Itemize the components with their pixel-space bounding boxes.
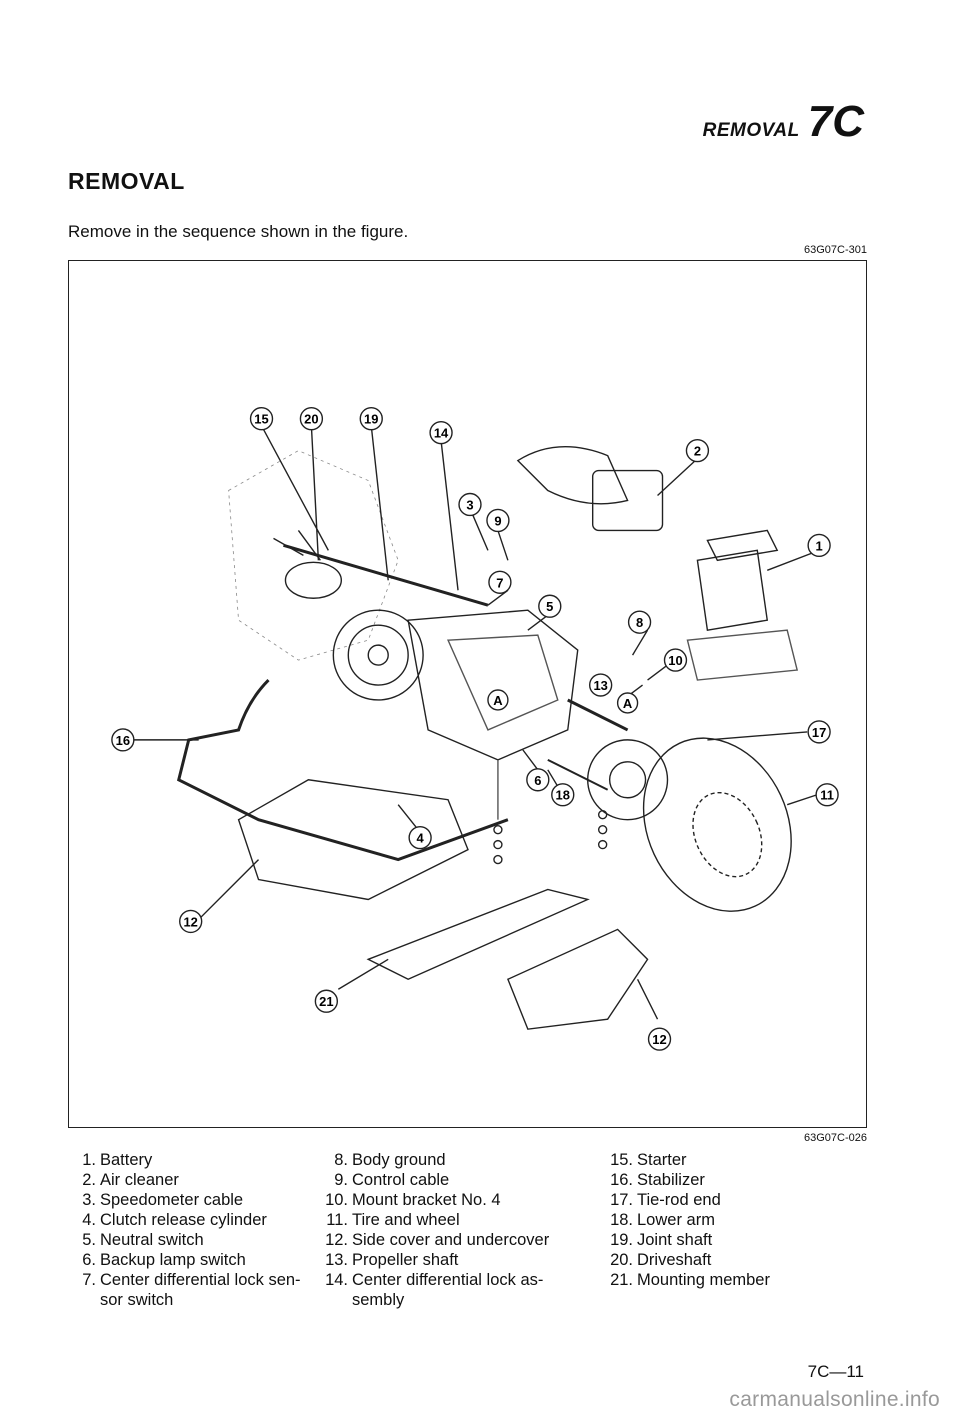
header-title: REMOVAL	[702, 120, 800, 141]
legend-column-2: 8.Body ground 9.Control cable 10.Mount b…	[318, 1150, 603, 1310]
figure-callouts: 15 20 19 14 2 3 9 7 5 8 1 10 13 A A 16 1…	[111, 407, 839, 1051]
legend-item: 7.Center differential lock sen-	[82, 1271, 301, 1289]
legend-item: 12.Side cover and undercover	[325, 1231, 550, 1249]
legend-item: 9.Control cable	[334, 1171, 450, 1189]
svg-text:6: 6	[534, 773, 541, 788]
legend-item: 10.Mount bracket No. 4	[325, 1191, 501, 1209]
exploded-view-figure: 15 20 19 14 2 3 9 7 5 8 1 10 13 A A 16 1…	[68, 260, 867, 1128]
callout-6: 6	[526, 768, 550, 792]
legend-item: 13.Propeller shaft	[325, 1251, 459, 1269]
callout-12-left: 12	[179, 909, 203, 934]
intro-text: Remove in the sequence shown in the figu…	[68, 222, 409, 241]
callout-9: 9	[486, 508, 510, 533]
callout-7: 7	[488, 570, 512, 594]
callout-17: 17	[807, 720, 831, 744]
callout-16: 16	[111, 728, 135, 752]
legend-item: 18.Lower arm	[610, 1211, 715, 1229]
callout-20: 20	[299, 407, 324, 431]
legend-item: 2.Air cleaner	[82, 1171, 179, 1189]
legend-column-1: 1.Battery 2.Air cleaner 3.Speedometer ca…	[74, 1150, 318, 1310]
callout-2: 2	[685, 438, 710, 463]
callout-13: 13	[588, 673, 613, 697]
page-header: REMOVAL 7C	[703, 100, 864, 144]
legend-item: 21.Mounting member	[610, 1271, 770, 1289]
page-number: 7C—11	[807, 1362, 864, 1381]
callout-1: 1	[807, 533, 831, 558]
legend-item: 4.Clutch release cylinder	[82, 1211, 267, 1229]
parts-legend: 1.Battery 2.Air cleaner 3.Speedometer ca…	[74, 1150, 843, 1310]
svg-text:1: 1	[816, 538, 823, 553]
callout-21: 21	[314, 989, 339, 1013]
svg-text:2: 2	[694, 444, 701, 459]
legend-item: 11.Tire and wheel	[326, 1211, 460, 1229]
figure-code-top: 63G07C-301	[804, 244, 867, 256]
callout-19: 19	[359, 407, 383, 431]
svg-text:13: 13	[593, 678, 607, 693]
svg-text:18: 18	[556, 788, 570, 803]
svg-text:3: 3	[466, 497, 473, 512]
callout-10: 10	[663, 648, 688, 672]
svg-text:20: 20	[304, 412, 318, 427]
legend-item-continuation: sor switch	[100, 1291, 174, 1309]
svg-text:A: A	[623, 696, 633, 711]
callout-11: 11	[815, 783, 839, 807]
svg-text:12: 12	[652, 1032, 666, 1047]
site-watermark[interactable]: carmanualsonline.info	[729, 1388, 940, 1411]
callout-5: 5	[538, 594, 562, 618]
callout-A-right: A	[616, 692, 639, 714]
svg-text:A: A	[493, 693, 503, 708]
figure-code-bottom: 63G07C-026	[804, 1132, 867, 1144]
section-title: REMOVAL	[68, 168, 185, 194]
header-section-code: 7C	[807, 97, 864, 146]
callout-3: 3	[458, 492, 482, 517]
svg-text:12: 12	[183, 914, 197, 929]
callout-18: 18	[551, 783, 575, 807]
svg-text:11: 11	[820, 788, 834, 803]
svg-text:10: 10	[668, 653, 682, 668]
svg-text:19: 19	[364, 412, 378, 427]
legend-item: 1.Battery	[82, 1151, 153, 1169]
svg-text:21: 21	[319, 994, 333, 1009]
svg-text:14: 14	[434, 426, 449, 441]
svg-text:17: 17	[812, 725, 826, 740]
legend-item: 3.Speedometer cable	[82, 1191, 244, 1209]
callout-8: 8	[627, 610, 652, 634]
legend-item: 15.Starter	[610, 1151, 687, 1169]
svg-text:4: 4	[417, 831, 425, 846]
callout-15: 15	[249, 407, 274, 431]
legend-item: 20.Driveshaft	[610, 1251, 712, 1269]
legend-item: 5.Neutral switch	[82, 1231, 204, 1249]
callout-12-bottom: 12	[647, 1027, 672, 1051]
svg-text:15: 15	[254, 412, 268, 427]
legend-item: 16.Stabilizer	[610, 1171, 705, 1189]
svg-text:8: 8	[636, 615, 643, 630]
legend-item: 19.Joint shaft	[610, 1231, 713, 1249]
drivetrain-illustration: 15 20 19 14 2 3 9 7 5 8 1 10 13 A A 16 1…	[111, 407, 839, 1051]
legend-column-3: 15.Starter 16.Stabilizer 17.Tie-rod end …	[603, 1150, 843, 1310]
svg-text:9: 9	[494, 513, 501, 528]
callout-A-left: A	[487, 689, 509, 711]
svg-text:16: 16	[116, 733, 130, 748]
callout-4: 4	[408, 825, 432, 850]
legend-item: 8.Body ground	[334, 1151, 446, 1169]
legend-item: 6.Backup lamp switch	[82, 1251, 246, 1269]
legend-item: 17.Tie-rod end	[610, 1191, 721, 1209]
callout-14: 14	[429, 420, 453, 445]
svg-text:5: 5	[546, 599, 553, 614]
legend-item-continuation: sembly	[352, 1291, 405, 1309]
legend-item: 14.Center differential lock as-	[325, 1271, 544, 1289]
svg-text:7: 7	[496, 575, 503, 590]
